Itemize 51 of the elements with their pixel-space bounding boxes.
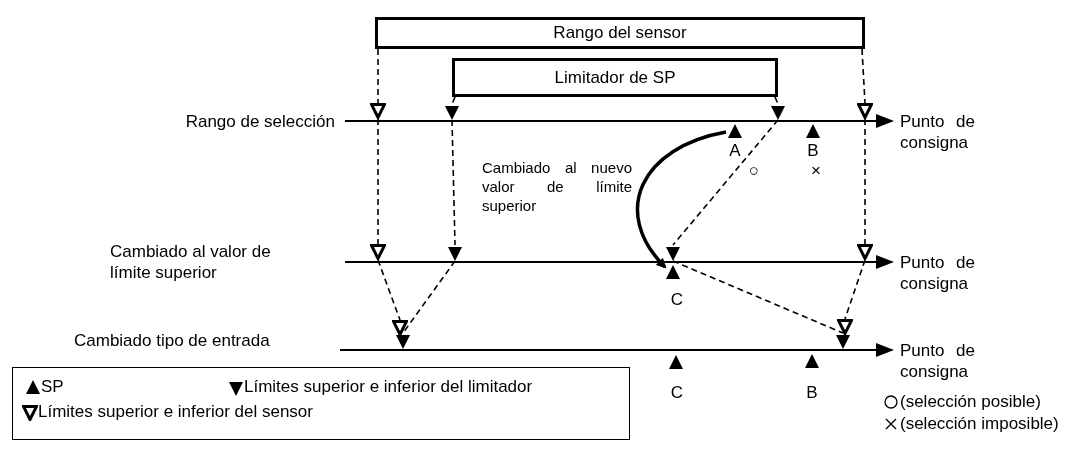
triangle-marker bbox=[804, 354, 820, 370]
legend-text: (selección posible) bbox=[900, 392, 1041, 412]
triangle-marker bbox=[665, 245, 681, 261]
axis-end-label: Punto de consigna bbox=[900, 340, 975, 382]
triangle-marker bbox=[447, 245, 463, 261]
point-letter: C bbox=[669, 290, 685, 310]
triangle-marker bbox=[370, 103, 386, 119]
legend-text: Límites superior e inferior del sensor bbox=[38, 402, 313, 422]
dashed-line bbox=[672, 260, 844, 334]
point-letter: B bbox=[806, 141, 820, 161]
triangle-marker bbox=[857, 103, 873, 119]
dashed-line bbox=[402, 260, 456, 334]
axis-end-label: Punto de consigna bbox=[900, 111, 975, 153]
legend-text: Límites superior e inferior del limitador bbox=[244, 377, 533, 397]
triangle-marker bbox=[770, 104, 786, 120]
curved-arrow bbox=[635, 130, 727, 269]
dashed-line bbox=[861, 48, 866, 104]
dashed-line bbox=[377, 118, 379, 245]
triangle-marker bbox=[805, 124, 821, 140]
axis-label: Rango de selección bbox=[184, 111, 335, 132]
edge-label: Cambiado al nuevo valor de límite superior bbox=[482, 158, 632, 215]
point-letter: A bbox=[728, 141, 742, 161]
triangle-marker bbox=[665, 265, 681, 281]
point-letter: C bbox=[669, 383, 685, 403]
triangle-marker bbox=[370, 244, 386, 260]
axis-end-label: Punto de consigna bbox=[900, 252, 975, 294]
triangle-marker bbox=[857, 244, 873, 260]
triangle-marker bbox=[668, 355, 684, 371]
limiter-bar: Limitador de SP bbox=[452, 58, 778, 97]
axis-label: Cambiado tipo de entrada bbox=[74, 330, 271, 351]
dashed-line bbox=[672, 119, 779, 246]
triangle-marker bbox=[395, 333, 411, 349]
legend-text: (selección imposible) bbox=[900, 414, 1059, 434]
dashed-line bbox=[844, 259, 866, 320]
triangle-marker bbox=[727, 124, 743, 140]
axis-label: Cambiado al valor de límite superior bbox=[110, 241, 272, 283]
triangle-marker bbox=[837, 319, 853, 335]
dashed-line bbox=[377, 48, 379, 104]
dashed-line bbox=[377, 259, 401, 321]
triangle-marker bbox=[444, 104, 460, 120]
circle-symbol: ○ bbox=[747, 160, 761, 181]
legend-text: SP bbox=[41, 377, 64, 397]
triangle-marker bbox=[835, 333, 851, 349]
triangle-marker bbox=[392, 320, 408, 336]
cross-symbol: × bbox=[810, 160, 822, 181]
point-letter: B bbox=[805, 383, 819, 403]
dashed-line bbox=[451, 96, 456, 105]
range-bar: Rango del sensor bbox=[375, 17, 865, 49]
dashed-line bbox=[451, 119, 456, 246]
dashed-line bbox=[864, 118, 866, 245]
dashed-line bbox=[774, 96, 779, 105]
